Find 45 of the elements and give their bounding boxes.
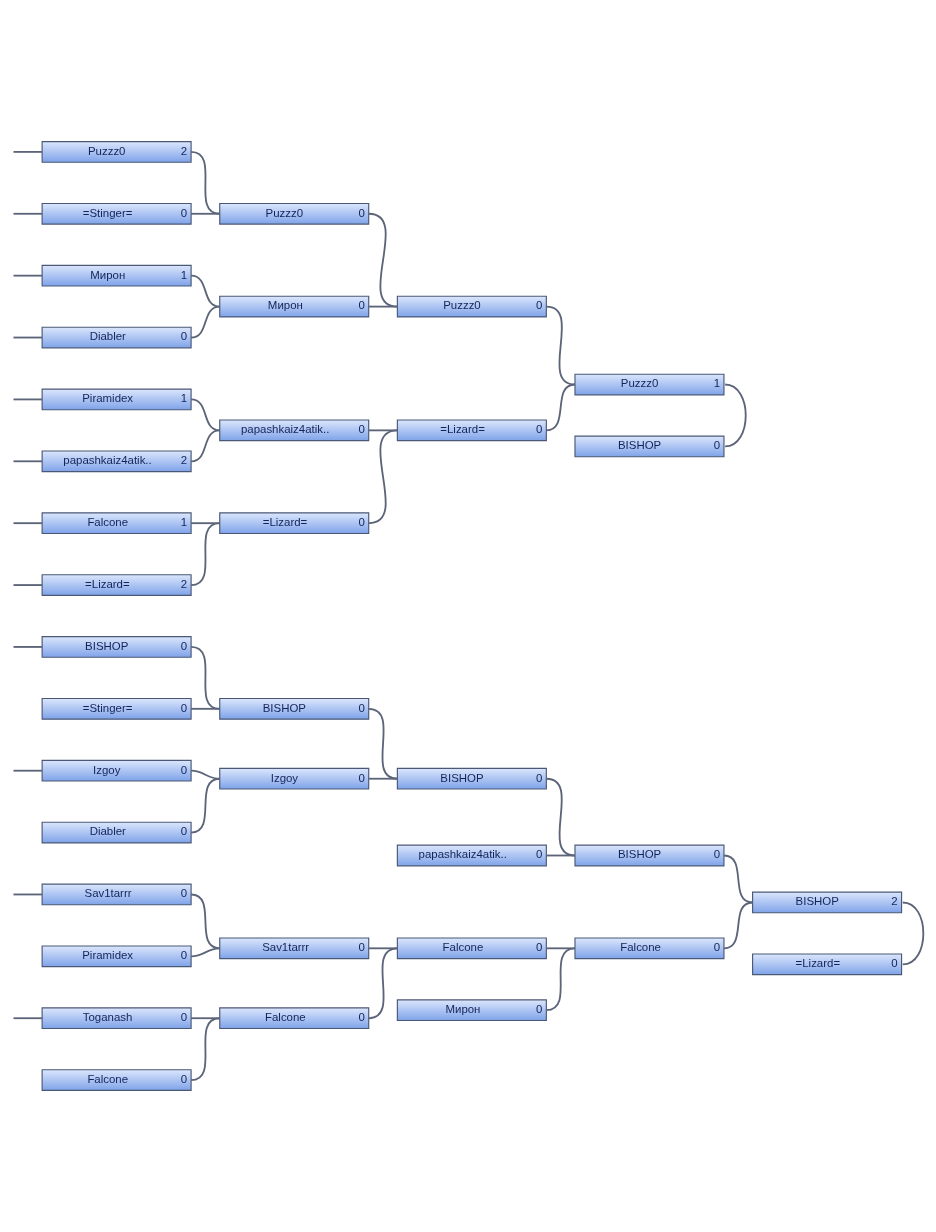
connector <box>12 893 44 896</box>
connector <box>545 854 576 857</box>
connector <box>12 460 44 463</box>
connector <box>12 584 44 586</box>
connector <box>901 901 925 966</box>
connector <box>190 429 221 463</box>
connector <box>12 398 44 401</box>
connector <box>367 212 399 308</box>
connector <box>545 947 576 950</box>
connector <box>190 212 221 215</box>
connector <box>190 522 221 586</box>
connector <box>190 305 221 339</box>
connector <box>190 893 221 950</box>
connector <box>190 947 221 958</box>
connector <box>545 777 576 857</box>
connector <box>367 707 399 780</box>
connector <box>723 901 754 950</box>
connector <box>190 1017 221 1020</box>
connector <box>545 947 576 1012</box>
connector <box>12 646 44 648</box>
connector <box>12 274 44 277</box>
connector <box>12 1017 44 1020</box>
connector <box>367 777 399 780</box>
connector <box>190 707 221 710</box>
connector <box>367 305 399 308</box>
connector <box>367 429 399 525</box>
connector <box>12 769 44 772</box>
connector <box>367 947 399 950</box>
connector <box>367 429 399 432</box>
connector <box>190 398 221 432</box>
connector <box>190 151 221 215</box>
connector <box>545 383 576 432</box>
connector <box>190 274 221 308</box>
connector <box>724 383 747 448</box>
connector <box>723 854 754 904</box>
connector <box>367 947 399 1020</box>
connector <box>190 522 221 525</box>
connector <box>12 151 44 153</box>
connector <box>12 522 44 525</box>
connector <box>190 1017 221 1081</box>
connector <box>190 646 221 710</box>
connector <box>12 212 44 215</box>
connector <box>12 336 44 339</box>
connector <box>190 777 221 834</box>
connector <box>545 305 576 386</box>
